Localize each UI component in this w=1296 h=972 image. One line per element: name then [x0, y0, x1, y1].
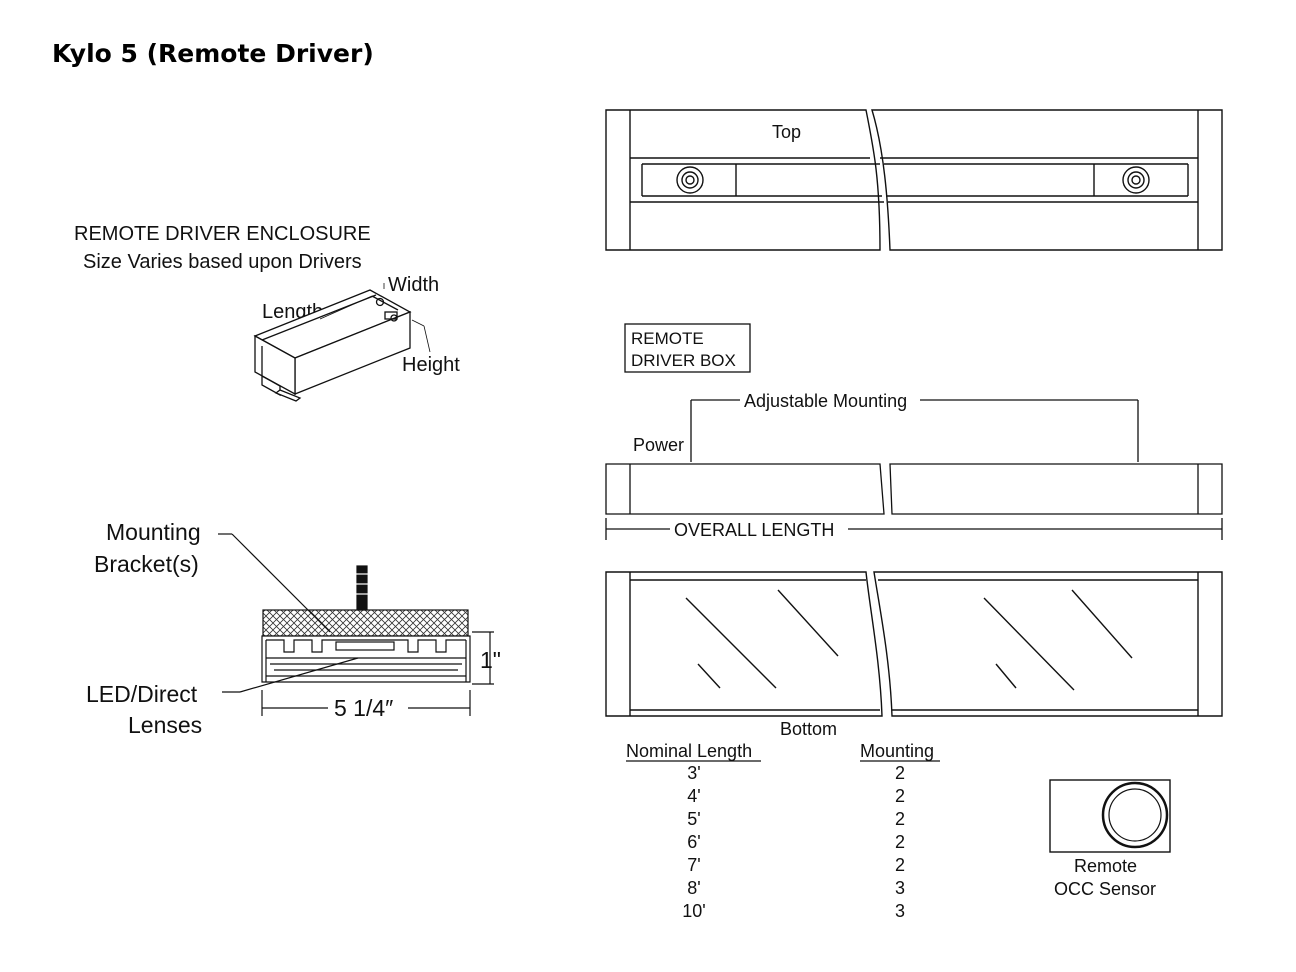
mounting-table: Nominal Length Mounting 3' 2 4' 2 5' 2 6…	[626, 741, 940, 921]
sensor-inner-ring-icon	[1108, 788, 1162, 842]
table-row: 6' 2	[687, 832, 905, 852]
top-view-drawing	[605, 109, 1223, 251]
row-mounting: 3	[895, 901, 905, 921]
enclosure-width-label: Width	[388, 274, 439, 296]
row-length: 3'	[687, 763, 700, 783]
table-row: 3' 2	[687, 763, 905, 783]
row-mounting: 2	[895, 763, 905, 783]
row-mounting: 2	[895, 832, 905, 852]
row-length: 8'	[687, 878, 700, 898]
occ-sensor: Remote OCC Sensor	[1049, 779, 1171, 899]
row-length: 6'	[687, 832, 700, 852]
row-length: 7'	[687, 855, 700, 875]
lens-label-line2: Lenses	[128, 712, 202, 738]
driver-box-label-line1: REMOTE	[631, 329, 704, 348]
page-title: Kylo 5 (Remote Driver)	[52, 39, 374, 68]
row-length: 5'	[687, 809, 700, 829]
enclosure-box-drawing	[253, 283, 431, 402]
side-view-drawing	[605, 399, 1223, 540]
table-row: 10' 3	[682, 901, 905, 921]
table-row: 5' 2	[687, 809, 905, 829]
table-row: 7' 2	[687, 855, 905, 875]
bottom-view-drawing	[605, 571, 1223, 717]
power-label: Power	[633, 435, 684, 455]
row-mounting: 2	[895, 809, 905, 829]
bottom-view-label: Bottom	[780, 719, 837, 739]
bottom-view: Bottom	[605, 571, 1223, 739]
table-header-mounting: Mounting	[860, 741, 934, 761]
enclosure-subheading: Size Varies based upon Drivers	[83, 251, 362, 273]
sensor-label-line2: OCC Sensor	[1054, 879, 1156, 899]
side-view: REMOTE DRIVER BOX Power Adjustable Mount…	[605, 323, 1223, 540]
section-drawing	[218, 533, 494, 716]
remote-driver-enclosure: REMOTE DRIVER ENCLOSURE Size Varies base…	[74, 223, 460, 402]
overall-length-label: OVERALL LENGTH	[674, 520, 834, 540]
table-header-length: Nominal Length	[626, 741, 752, 761]
row-mounting: 3	[895, 878, 905, 898]
lens-label-line1: LED/Direct	[86, 681, 198, 707]
row-mounting: 2	[895, 855, 905, 875]
bracket-label-line2: Bracket(s)	[94, 551, 199, 577]
table-row: 4' 2	[687, 786, 905, 806]
bracket-label-line1: Mounting	[106, 519, 201, 545]
driver-box-frame	[624, 323, 751, 373]
top-view: Top	[605, 109, 1223, 251]
width-dimension: 5 1/4″	[334, 695, 393, 721]
row-mounting: 2	[895, 786, 905, 806]
table-row: 8' 3	[687, 878, 905, 898]
sensor-lens-icon	[1101, 781, 1169, 849]
sensor-label-line1: Remote	[1074, 856, 1137, 876]
row-length: 4'	[687, 786, 700, 806]
row-length: 10'	[682, 901, 705, 921]
top-view-label: Top	[772, 122, 801, 142]
enclosure-heading: REMOTE DRIVER ENCLOSURE	[74, 223, 371, 245]
driver-box-label-line2: DRIVER BOX	[631, 351, 736, 370]
enclosure-height-label: Height	[402, 354, 460, 376]
fixture-section-view: Mounting Bracket(s) LED/Direct Lenses 1"…	[86, 519, 501, 738]
mounting-label: Adjustable Mounting	[744, 391, 907, 411]
